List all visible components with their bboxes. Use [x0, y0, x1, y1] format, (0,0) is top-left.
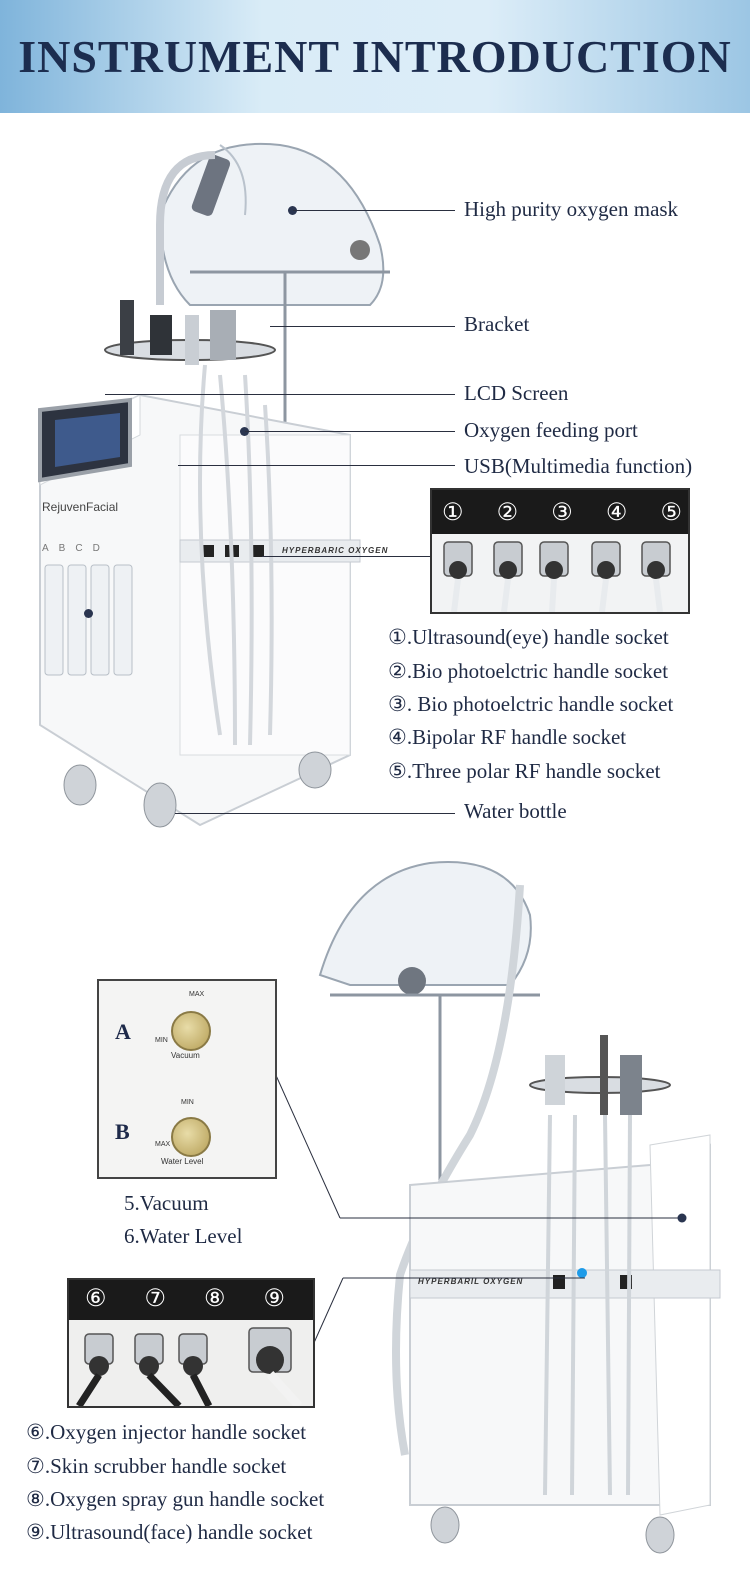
- label-lcd: LCD Screen: [464, 381, 569, 405]
- panel-text: HYPERBARIC OXYGEN: [282, 546, 389, 555]
- knob-letter-a: A: [115, 1019, 131, 1044]
- socket-connectors: [443, 541, 671, 612]
- socket-number: ①: [442, 500, 464, 526]
- socket-list-item: ⑧.Oxygen spray gun handle socket: [26, 1487, 325, 1511]
- socket-list-item: ①.Ultrasound(eye) handle socket: [388, 625, 669, 649]
- label-usb: USB(Multimedia function): [464, 454, 693, 478]
- callout-line: [178, 465, 455, 466]
- knob-min-label: MIN: [181, 1099, 194, 1106]
- socket-list-item: ④.Bipolar RF handle socket: [388, 725, 627, 749]
- bottom-socket-inset: ⑥ ⑦ ⑧ ⑨: [67, 1278, 315, 1408]
- callout-line: [262, 556, 430, 557]
- bottle-letter: C: [75, 543, 83, 554]
- socket-number: ⑦: [144, 1286, 166, 1312]
- socket-list-item: ②.Bio photoelctric handle socket: [388, 659, 669, 683]
- bottom-panel-text: HYPERBARIL OXYGEN: [418, 1277, 524, 1286]
- label-oxygen-port: Oxygen feeding port: [464, 418, 638, 442]
- socket-numbers: ⑥ ⑦ ⑧ ⑨: [85, 1284, 285, 1313]
- callout-dot: [84, 609, 93, 618]
- caption-vacuum: 5.Vacuum: [124, 1191, 209, 1215]
- knob-letter-b: B: [115, 1119, 130, 1144]
- socket-number: ⑧: [203, 1286, 226, 1312]
- socket-list-item: ⑨.Ultrasound(face) handle socket: [26, 1520, 313, 1544]
- knob-max-label: MAX: [189, 991, 205, 998]
- socket-number: ⑤: [660, 500, 682, 526]
- socket-list-item: ③. Bio photoelctric handle socket: [388, 692, 674, 716]
- socket-list-item: ⑥.Oxygen injector handle socket: [26, 1420, 307, 1444]
- caption-water-level: 6.Water Level: [124, 1224, 243, 1248]
- bottle-letter: A: [42, 543, 49, 554]
- bottle-letter: D: [92, 543, 100, 554]
- water-level-knob[interactable]: [171, 1117, 211, 1157]
- top-socket-inset: ① ② ③ ④ ⑤: [430, 488, 690, 614]
- callout-line: [293, 210, 455, 211]
- label-mask: High purity oxygen mask: [464, 197, 679, 221]
- vacuum-label: Vacuum: [171, 1051, 200, 1060]
- socket-number: ②: [496, 500, 519, 526]
- bottle-letters: A B C D: [42, 543, 100, 554]
- machine-brand: RejuvenFacial: [42, 500, 119, 514]
- socket-list-item: ⑤.Three polar RF handle socket: [388, 759, 661, 783]
- socket-number: ③: [551, 500, 573, 526]
- header-banner: [0, 0, 750, 113]
- socket-numbers: ① ② ③ ④ ⑤: [442, 498, 682, 527]
- callout-line: [175, 813, 455, 814]
- socket-list-item: ⑦.Skin scrubber handle socket: [26, 1454, 287, 1478]
- top-machine-illustration: [38, 142, 390, 828]
- knob-inset: A B MAX MIN Vacuum MIN MAX Water Level: [97, 979, 277, 1179]
- bottle-letter: B: [58, 543, 66, 554]
- water-level-label: Water Level: [161, 1157, 204, 1166]
- vacuum-knob[interactable]: [171, 1011, 211, 1051]
- socket-connectors: [76, 1327, 303, 1406]
- socket-number: ⑨: [263, 1286, 285, 1312]
- callout-dot: [240, 427, 249, 436]
- bottom-machine-illustration: [318, 861, 721, 1554]
- callout-line: [105, 394, 455, 395]
- knob-min-label: MIN: [155, 1037, 168, 1044]
- knob-max-label: MAX: [155, 1141, 171, 1148]
- callout-dot: [288, 206, 297, 215]
- socket-number: ④: [605, 500, 628, 526]
- page-title: INSTRUMENT INTRODUCTION: [18, 31, 732, 82]
- label-bracket: Bracket: [464, 312, 530, 336]
- callout-line: [245, 431, 455, 432]
- callout-line: [270, 326, 455, 327]
- socket-number: ⑥: [85, 1286, 107, 1312]
- label-water-bottle: Water bottle: [464, 799, 567, 823]
